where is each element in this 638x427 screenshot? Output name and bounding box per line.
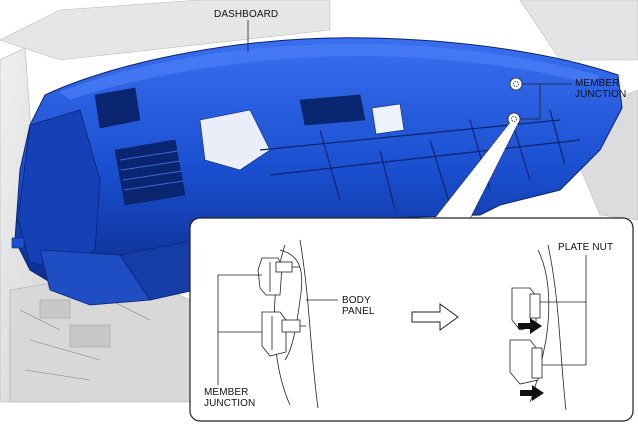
label-member-junction-top-line1: MEMBER xyxy=(575,78,620,89)
leader-lines-top xyxy=(247,20,572,120)
detail-before xyxy=(217,239,338,409)
label-member-junction-top-line2: JUNCTION xyxy=(575,89,627,100)
label-member-junction-top: MEMBER JUNCTION xyxy=(575,78,626,100)
push-arrow-lower xyxy=(520,385,544,401)
detail-after xyxy=(509,244,587,411)
label-plate-nut: PLATE NUT xyxy=(558,242,614,253)
label-body-panel-line2: PANEL xyxy=(342,306,375,317)
dashboard-assembly xyxy=(11,37,623,306)
detail-inset xyxy=(189,217,634,422)
label-body-panel-line1: BODY xyxy=(342,295,371,306)
label-body-panel: BODY PANEL xyxy=(342,295,375,317)
car-body-background xyxy=(0,0,638,403)
label-member-junction-bottom-line1: MEMBER xyxy=(204,387,249,398)
transition-arrow xyxy=(411,303,459,331)
push-arrow-upper xyxy=(518,318,542,334)
label-member-junction-bottom: MEMBER JUNCTION xyxy=(204,387,255,409)
label-dashboard: DASHBOARD xyxy=(214,9,279,20)
label-member-junction-bottom-line2: JUNCTION xyxy=(204,398,256,409)
